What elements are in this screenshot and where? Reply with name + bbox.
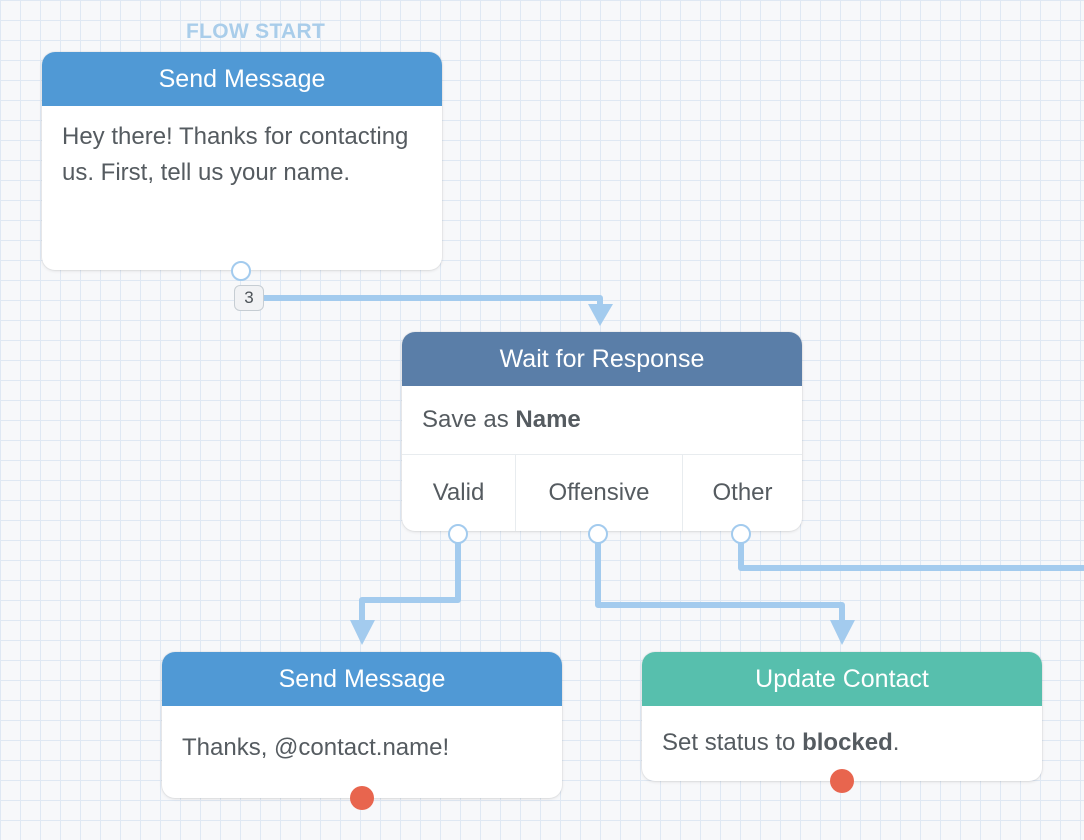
connector-offensive-to-update: [595, 537, 845, 633]
connector-start-to-wait: [259, 295, 603, 315]
case-other[interactable]: Other: [682, 455, 802, 531]
node-title[interactable]: Wait for Response: [402, 332, 802, 386]
exit-dot[interactable]: [350, 786, 374, 810]
update-text: Set status to blocked.: [642, 706, 1042, 761]
send-message-node-start[interactable]: Send Message Hey there! Thanks for conta…: [42, 52, 442, 270]
update-suffix: .: [892, 729, 900, 756]
node-title[interactable]: Send Message: [162, 652, 562, 706]
exit-port-offensive[interactable]: [588, 524, 608, 544]
exit-port-valid[interactable]: [448, 524, 468, 544]
exit-port-other[interactable]: [731, 524, 751, 544]
message-text: Thanks, @contact.name!: [182, 734, 450, 761]
node-title[interactable]: Update Contact: [642, 652, 1042, 706]
exit-dot[interactable]: [830, 769, 854, 793]
save-as-field: Name: [515, 406, 581, 433]
flow-start-label: FLOW START: [186, 20, 326, 43]
message-text: Hey there! Thanks for contacting us. Fir…: [62, 123, 409, 186]
arrowhead-send-icon: [350, 620, 375, 645]
send-message-node-thanks[interactable]: Send Message Thanks, @contact.name!: [162, 652, 562, 798]
case-offensive[interactable]: Offensive: [515, 455, 682, 531]
node-title[interactable]: Send Message: [42, 52, 442, 106]
update-contact-node[interactable]: Update Contact Set status to blocked.: [642, 652, 1042, 781]
arrowhead-wait-icon: [588, 304, 613, 326]
arrowhead-update-icon: [830, 620, 855, 645]
update-prefix: Set status to: [662, 729, 796, 756]
case-list: Valid Offensive Other: [402, 454, 802, 531]
exit-port[interactable]: [231, 261, 251, 281]
connection-count-badge: 3: [234, 285, 264, 311]
connector-valid-to-send: [359, 537, 461, 633]
save-as-text: Save as Name: [402, 386, 802, 454]
update-value: blocked: [802, 729, 893, 756]
case-valid[interactable]: Valid: [432, 479, 485, 506]
connector-other-offscreen: [738, 537, 1084, 571]
wait-for-response-node[interactable]: Wait for Response Save as Name Valid Off…: [402, 332, 802, 531]
save-as-prefix: Save as: [422, 406, 509, 433]
